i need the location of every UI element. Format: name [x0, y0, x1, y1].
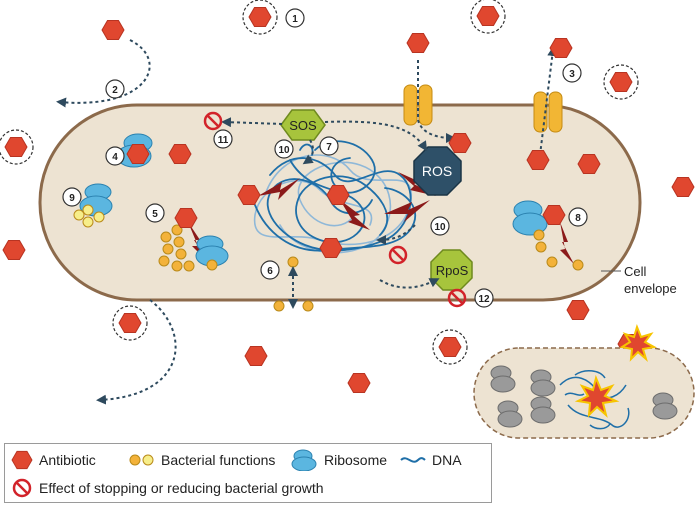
porin-right — [533, 91, 563, 133]
sos-label: SOS — [289, 118, 317, 133]
antibiotic-icon — [11, 450, 33, 470]
dna-icon — [400, 457, 426, 463]
damage-bolts — [188, 172, 574, 264]
inset-dead-cell — [473, 347, 695, 439]
step-number: 7 — [326, 142, 332, 153]
ribosome-5 — [195, 235, 229, 267]
ros-label: ROS — [422, 163, 452, 179]
legend-label-bacterial-functions: Bacterial functions — [161, 452, 276, 468]
step-number: 3 — [569, 69, 575, 80]
step-number: 11 — [218, 135, 229, 146]
step-number: 8 — [575, 213, 581, 224]
legend-item-antibiotic: Antibiotic — [11, 449, 96, 471]
legend-label-antibiotic: Antibiotic — [39, 452, 96, 468]
bacterial-function-circles — [73, 204, 584, 312]
legend-label-ribosome: Ribosome — [324, 452, 388, 468]
legend-label-growth-effect: Effect of stopping or reducing bacterial… — [39, 480, 324, 496]
inhibition-symbols — [203, 111, 467, 308]
legend-item-dna: DNA — [400, 449, 462, 471]
inset-explosions — [574, 323, 657, 418]
step-number: 2 — [112, 85, 118, 96]
inhibition-icon — [12, 478, 32, 498]
step-number: 6 — [267, 266, 273, 277]
step-number: 5 — [152, 209, 158, 220]
legend-item-ribosome: Ribosome — [290, 449, 387, 471]
ribosome-9 — [79, 183, 113, 217]
step-number: 9 — [69, 193, 75, 204]
step-number-circles — [62, 8, 588, 308]
bacterial-functions-icon — [129, 454, 154, 466]
ribosome-8 — [512, 200, 548, 236]
dashed-arrows — [56, 39, 558, 405]
ros-octagon — [413, 146, 462, 196]
step-number: 10 — [434, 222, 446, 233]
cell-envelope-label-line2: envelope — [624, 281, 677, 296]
cell-envelope-label-line1: Cell — [624, 264, 647, 279]
ribosome-icon — [291, 449, 317, 471]
legend: Antibiotic Bacterial functions Ribosome … — [4, 443, 492, 503]
sos-hexagon — [280, 109, 326, 141]
legend-item-growth-effect: Effect of stopping or reducing bacterial… — [11, 477, 324, 499]
step-number: 10 — [278, 145, 290, 156]
legend-label-dna: DNA — [432, 452, 462, 468]
rpos-label: RpoS — [436, 263, 469, 278]
step-number: 12 — [478, 294, 490, 305]
step-number: 4 — [112, 152, 118, 163]
step-number: 1 — [292, 14, 298, 25]
legend-item-bacterial-functions: Bacterial functions — [129, 449, 275, 471]
inset-ribosomes — [490, 365, 678, 428]
antibiotic-halos — [0, 0, 639, 365]
